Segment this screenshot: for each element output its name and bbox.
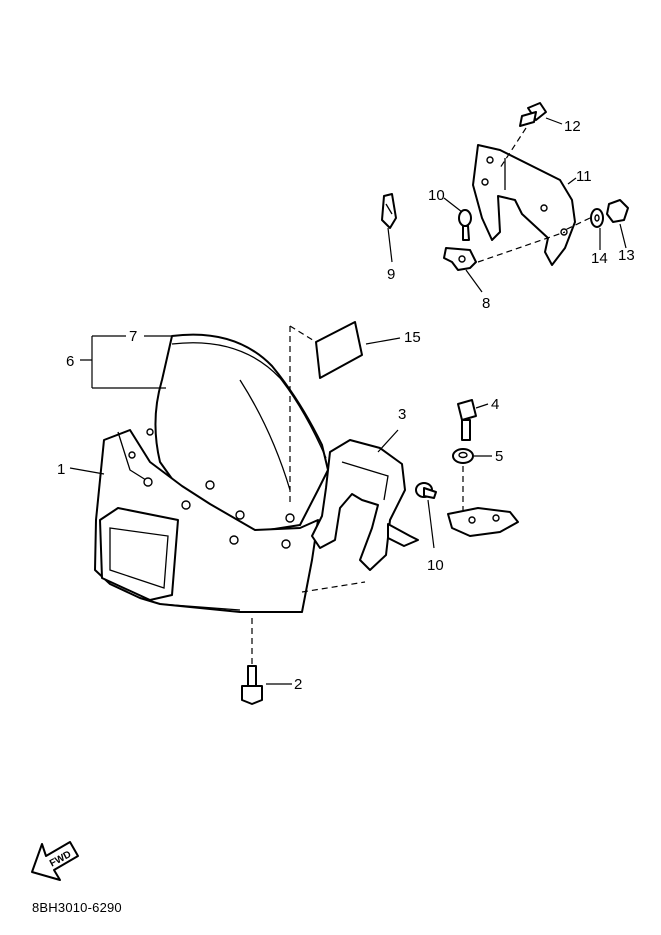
bracket-3 xyxy=(311,439,419,571)
stay-bracket-11 xyxy=(472,144,576,266)
label-part-1: 1 xyxy=(57,461,65,478)
washer-14 xyxy=(590,208,604,228)
label-part-15: 15 xyxy=(404,329,421,346)
label-part-8: 8 xyxy=(482,295,490,312)
screw-10-lower xyxy=(415,482,437,499)
bolt-4 xyxy=(457,399,477,441)
reference-code: 8BH3010-6290 xyxy=(32,900,122,915)
label-part-2: 2 xyxy=(294,676,302,693)
label-part-13: 13 xyxy=(618,247,635,264)
label-part-6: 6 xyxy=(66,353,74,370)
label-part-5: 5 xyxy=(495,448,503,465)
label-part-10-upper: 10 xyxy=(428,187,445,204)
windscreen xyxy=(146,333,329,533)
screw-10-upper xyxy=(458,209,472,241)
label-part-14: 14 xyxy=(591,250,608,267)
label-part-12: 12 xyxy=(564,118,581,135)
label-part-11: 11 xyxy=(576,168,592,185)
label-part-7: 7 xyxy=(129,328,137,345)
fwd-arrow-icon: FWD xyxy=(31,841,79,881)
front-cowling-1 xyxy=(94,429,319,613)
emblem-15 xyxy=(289,321,363,505)
label-part-9: 9 xyxy=(387,266,395,283)
bracket-8 xyxy=(443,247,477,271)
bolt-12 xyxy=(519,102,547,127)
bolt-2 xyxy=(241,665,263,705)
label-part-10-lower: 10 xyxy=(427,557,444,574)
clip-9 xyxy=(381,193,397,229)
mount-plate xyxy=(447,507,519,537)
label-part-3: 3 xyxy=(398,406,406,423)
nut-13 xyxy=(606,199,629,223)
label-part-4: 4 xyxy=(491,396,499,413)
collar-5 xyxy=(452,448,474,464)
